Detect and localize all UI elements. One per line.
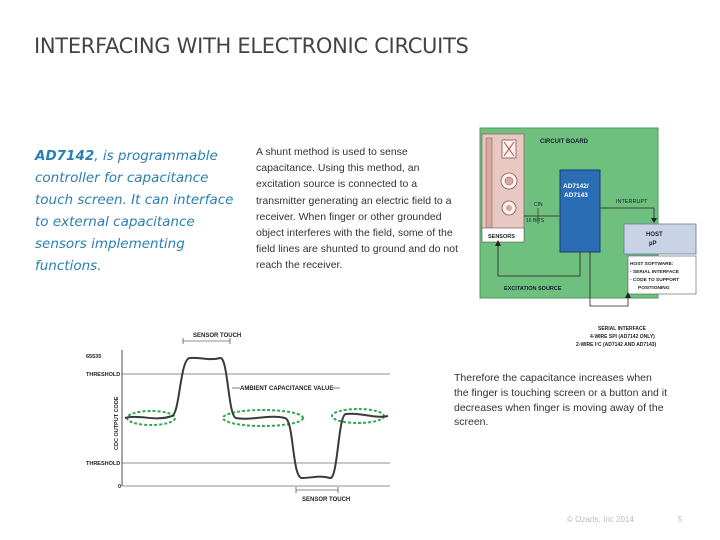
left-description: AD7142, is programmable controller for c… [35,145,250,277]
host-software-4: POSITIONING [638,285,670,291]
threshold-high-label: THRESHOLD [86,372,120,378]
slide-title: INTERFACING WITH ELECTRONIC CIRCUITS [34,34,469,58]
excitation-path [497,242,581,277]
chip-label-1: AD7142/ [563,183,589,190]
sensors-label: SENSORS [488,234,515,240]
host-software-box [627,255,697,295]
sensor-touch-bottom-label: SENSOR TOUCH [302,497,350,503]
interrupt-arrow-icon [651,218,657,223]
bits-label: 16 BITS [526,218,545,224]
cdc-output-curve [124,356,389,480]
serial-interface-3: 2-WIRE I²C (AD7142 AND AD7143) [576,342,657,348]
host-software-3: - CODE TO SUPPORT [630,277,679,283]
y-axis-label: CDC OUTPUT CODE [114,396,120,450]
button-sensor-icon [503,141,515,157]
sensors-box [481,227,525,243]
excitation-label: EXCITATION SOURCE [504,286,562,292]
footer-copyright: © Ozarts, Inc 2014 [567,515,634,524]
host-label-1: HOST [646,232,663,238]
ambient-label: AMBIENT CAPACITANCE VALUE [240,386,333,392]
serial-interface-2: 4-WIRE SPI (AD7142 ONLY) [590,334,655,340]
cin-label: CIN [534,202,543,208]
host-box [623,223,697,255]
circuit-diagram: CIRCUIT BOARD SENSORS CIN 16 BITS AD7142… [479,127,697,348]
serial-bus [589,252,629,307]
wheel-sensor-center [504,176,514,186]
circuit-board-label: CIRCUIT BOARD [540,139,589,145]
serial-interface-1: SERIAL INTERFACE [598,326,647,332]
serial-arrow-icon [625,292,631,298]
left-description-rest: , is programmable controller for capacit… [35,148,234,274]
chip-name: AD7142 [35,148,95,164]
slider-sensor [485,137,493,229]
shunt-method-description: A shunt method is used to sense capacita… [256,146,458,272]
threshold-low-label: THRESHOLD [86,461,120,467]
chip-label-2: AD7143 [564,192,588,199]
round-sensor-center [506,205,512,211]
ambient-region-2 [222,409,304,427]
host-software-2: - SERIAL INTERFACE [630,269,680,275]
host-label-2: µP [649,241,656,247]
capacitance-conclusion: Therefore the capacitance increases when… [454,372,668,429]
host-software-1: HOST SOFTWARE: [630,261,674,267]
cdc-waveform-diagram: SENSOR TOUCH 65535 THRESHOLD THRESHOLD 0… [86,333,390,503]
sensor-touch-top-label: SENSOR TOUCH [193,333,241,339]
page-number: 5 [678,515,683,524]
zero-label: 0 [118,484,121,490]
interrupt-label: INTERRUPT [616,199,648,205]
excitation-arrow-icon [495,240,501,246]
ymax-label: 65535 [86,354,101,360]
